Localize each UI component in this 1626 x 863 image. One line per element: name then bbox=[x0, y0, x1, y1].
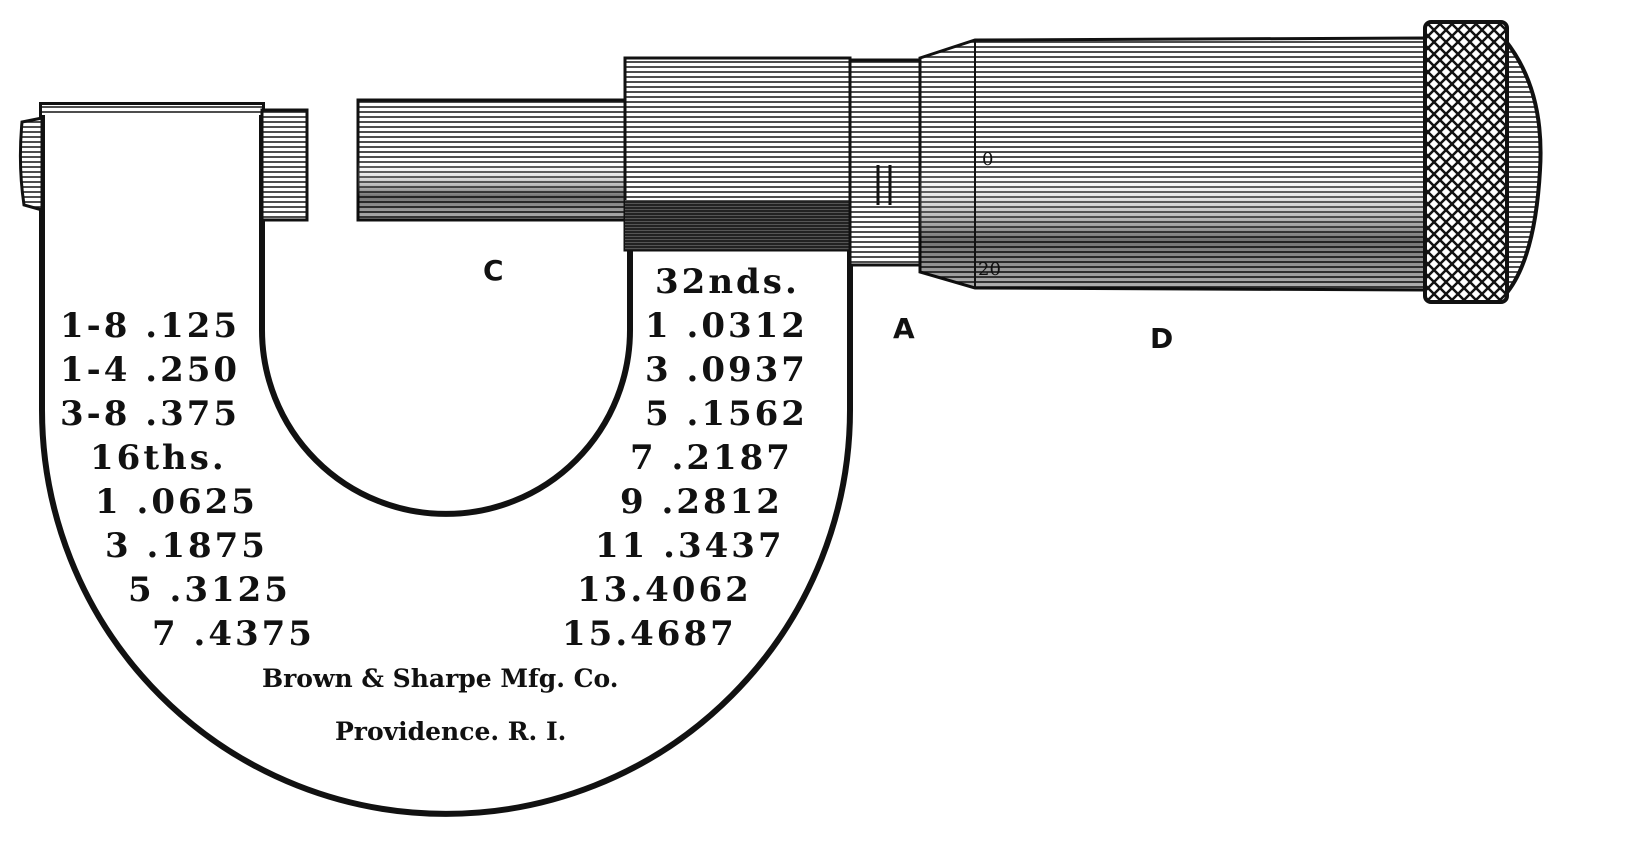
u-frame bbox=[18, 102, 853, 817]
table-row: 15.4687 bbox=[562, 614, 737, 654]
table-row: 7 .4375 bbox=[152, 614, 315, 654]
label-a: A bbox=[893, 312, 915, 345]
table-row: 3-8 .375 bbox=[60, 394, 240, 434]
maker-name: Brown & Sharpe Mfg. Co. bbox=[262, 664, 619, 693]
fraction-table-left: 1-8 .125 1-4 .250 3-8 .375 16ths. 1 .062… bbox=[60, 306, 315, 654]
anvil bbox=[260, 108, 309, 222]
table-row: 13.4062 bbox=[577, 570, 752, 610]
thimble: 0 20 bbox=[918, 36, 1427, 292]
table-row: 1-4 .250 bbox=[60, 350, 240, 390]
table-row: 11 .3437 bbox=[595, 526, 785, 566]
table-row: 7 .2187 bbox=[630, 438, 793, 478]
frame-end-cap bbox=[18, 116, 44, 212]
spindle bbox=[356, 98, 632, 222]
table-row: 9 .2812 bbox=[620, 482, 783, 522]
table-row: 1-8 .125 bbox=[60, 306, 240, 346]
barrel bbox=[848, 58, 924, 267]
table-row: 3 .0937 bbox=[645, 350, 808, 390]
table-row: 3 .1875 bbox=[105, 526, 268, 566]
maker-location: Providence. R. I. bbox=[335, 717, 566, 746]
thimble-scale-zero: 0 bbox=[982, 149, 993, 170]
thimble-scale-twenty: 20 bbox=[978, 259, 1001, 280]
fraction-table-right: 32nds. 1 .0312 3 .0937 5 .1562 7 .2187 9… bbox=[562, 262, 808, 654]
knurled-knob bbox=[1423, 20, 1543, 304]
label-c: C bbox=[483, 254, 504, 287]
table-heading: 32nds. bbox=[655, 262, 800, 302]
label-d: D bbox=[1150, 322, 1173, 355]
table-row: 5 .1562 bbox=[645, 394, 808, 434]
table-heading: 16ths. bbox=[90, 438, 227, 478]
table-row: 1 .0625 bbox=[95, 482, 258, 522]
table-row: 1 .0312 bbox=[645, 306, 808, 346]
table-row: 5 .3125 bbox=[128, 570, 291, 610]
sleeve bbox=[623, 56, 852, 252]
